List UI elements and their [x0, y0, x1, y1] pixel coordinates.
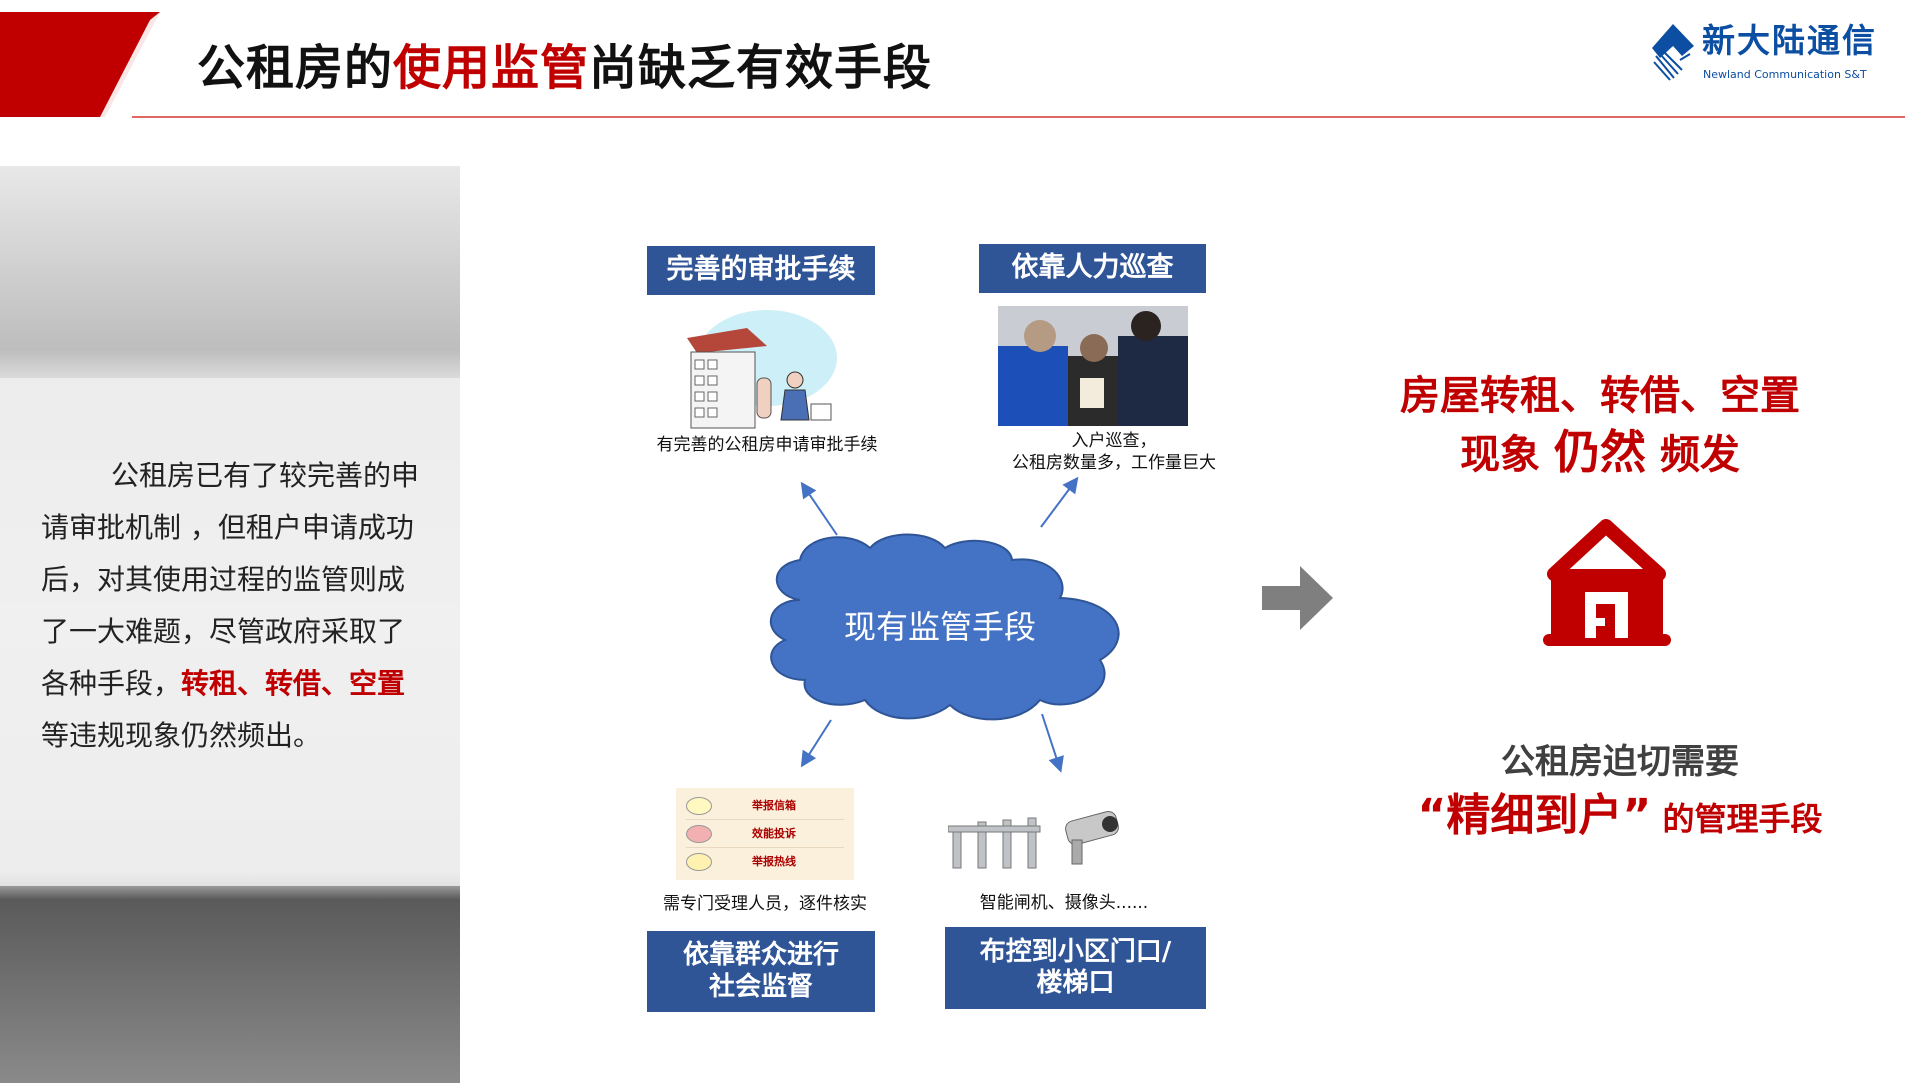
problem-emphasis: 仍然: [1554, 425, 1646, 479]
crowd-background-image: [0, 166, 460, 1083]
logo-name-cn: 新大陆通信: [1702, 21, 1877, 60]
caption-line: 公租房数量多，工作量巨大: [1012, 453, 1216, 473]
logo-mark-icon: [1652, 24, 1694, 81]
solution-rest: 的管理手段: [1662, 800, 1823, 838]
caption-line: 入户巡查，: [1071, 431, 1157, 451]
menu-item: 效能投诉: [752, 826, 796, 840]
caption-entrance-control: 智能闸机、摄像头......: [979, 893, 1149, 913]
title-part: 公租房的: [197, 40, 394, 96]
intro-text: 等违规现象仍然频出。: [41, 719, 322, 752]
caption-approval: 有完善的公租房申请审批手续: [656, 435, 878, 455]
cloud-label: 现有监管手段: [843, 608, 1036, 646]
arrow-to-public-supervision: [800, 719, 832, 768]
solution-emphasis: “精细到户”: [1417, 790, 1652, 841]
arrow-to-inspection: [1040, 476, 1079, 528]
caption-inspection: 入户巡查，公租房数量多，工作量巨大: [984, 430, 1244, 474]
problem-statement: 房屋转租、转借、空置 现象 仍然 频发: [1360, 368, 1840, 483]
complaint-icon: [686, 824, 712, 843]
label-line: 楼梯口: [1036, 968, 1115, 998]
intro-text: 公租房已有了较完善的申请审批机制 ，但租户申请成功后，对其使用过程的监管则成了一…: [41, 459, 420, 700]
solution-statement: 公租房迫切需要 “精细到户” 的管理手段: [1360, 740, 1880, 847]
problem-word: 现象: [1460, 432, 1541, 478]
right-arrow-icon: [1262, 566, 1333, 630]
label-line: 布控到小区门口/: [979, 936, 1172, 967]
title-part: 尚缺乏有效手段: [589, 40, 933, 96]
inspection-photo: [998, 306, 1188, 426]
house-icon: [1543, 519, 1671, 646]
intro-paragraph: 公租房已有了较完善的申请审批机制 ，但租户申请成功后，对其使用过程的监管则成了一…: [41, 450, 431, 762]
caption-public-supervision: 需专门受理人员，逐件核实: [663, 894, 867, 914]
arrow-to-approval: [800, 481, 838, 536]
intro-highlight: 转租、转借、空置: [181, 667, 406, 700]
menu-item: 举报热线: [752, 855, 796, 868]
label-public-supervision: 依靠群众进行社会监督: [647, 931, 875, 1012]
gates-and-camera-image: [948, 810, 1119, 869]
page-title: 公租房的使用监管尚缺乏有效手段: [197, 38, 932, 98]
corner-accent: [0, 12, 160, 117]
logo-name-en: Newland Communication S&T: [1703, 68, 1867, 81]
label-line: 依靠群众进行: [682, 940, 839, 971]
company-logo: 新大陆通信 Newland Communication S&T: [1650, 22, 1890, 88]
solution-line1: 公租房迫切需要: [1501, 742, 1739, 782]
title-highlight: 使用监管: [393, 40, 590, 96]
building-cartoon-image: [687, 310, 837, 429]
problem-word: 频发: [1659, 432, 1740, 478]
header-divider: [132, 116, 1905, 118]
label-manual-inspection: 依靠人力巡查: [979, 244, 1206, 293]
mailbox-icon: [686, 796, 712, 815]
hotline-icon: [686, 853, 712, 871]
label-approval-procedures: 完善的审批手续: [647, 246, 875, 295]
label-entrance-control: 布控到小区门口/楼梯口: [945, 927, 1206, 1009]
arrow-to-entrance-control: [1041, 713, 1064, 773]
menu-item: 举报信箱: [752, 798, 796, 812]
problem-line1: 房屋转租、转借、空置: [1400, 373, 1800, 419]
label-line: 社会监督: [708, 971, 813, 1002]
report-channels-image: 举报信箱 效能投诉 举报热线: [676, 788, 854, 880]
